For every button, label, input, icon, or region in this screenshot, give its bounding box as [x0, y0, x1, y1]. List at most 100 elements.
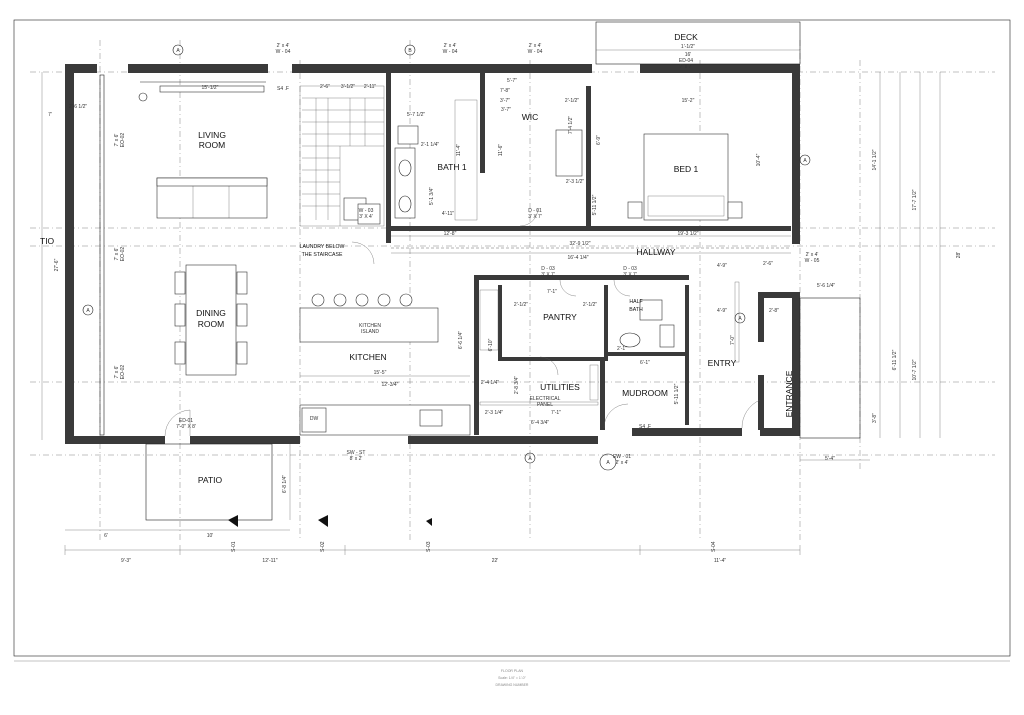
dim-text: 2'-4 1/4" — [481, 380, 500, 386]
window-tag-size: 7' x 6' — [114, 248, 120, 261]
window-tag-size: 2' x 4' — [529, 43, 542, 49]
dim-text: 3'-1/2" — [341, 84, 355, 90]
dim-text: 6'-8 1/4" — [282, 475, 288, 494]
door-swings — [164, 207, 761, 437]
bath-fixtures — [394, 99, 675, 348]
dim-text: S4 .F — [277, 86, 289, 92]
room-label-utilities: UTILITIES — [540, 382, 580, 392]
dim-text: 2'-8" — [769, 308, 779, 314]
door-tag: ED-04 — [679, 58, 693, 64]
deck-outline — [595, 21, 801, 65]
room-label-patio: PATIO — [198, 475, 223, 485]
dim-text: 3'-8" — [872, 413, 878, 423]
room-label-living: LIVING — [198, 130, 226, 140]
room-label-pantry: PANTRY — [543, 312, 577, 322]
room-label-entrance: ENTRANCE — [784, 370, 794, 417]
dim-text: 1'-1/2" — [681, 44, 695, 50]
room-label-kitchen: KITCHEN — [349, 352, 386, 362]
section-label: S-04 — [711, 541, 717, 552]
dim-text: 15'-1/2" — [202, 85, 219, 91]
dim-text: 5'-11 1/2" — [674, 383, 680, 404]
dim-text: 4'-9" — [717, 263, 727, 269]
dim-text: 2'-1/2" — [565, 98, 579, 104]
door-tag: ED-01 — [179, 418, 193, 424]
door-tag-size: 7' x 7' — [680, 64, 693, 70]
window-tag-size: 2' x 4' — [616, 460, 629, 466]
room-label-deck: DECK — [674, 32, 698, 42]
dim-text: 5'-1 3/4" — [429, 187, 435, 206]
dim-text: 6'-9" — [596, 135, 602, 145]
bedroom-furniture — [555, 129, 743, 221]
dim-text: S4 .F — [639, 424, 651, 430]
laundry-label-2: THE STAIRCASE — [302, 252, 343, 258]
section-label: S-02 — [320, 541, 326, 552]
living-furniture — [138, 81, 268, 219]
dim-text: 11'-6" — [498, 144, 504, 157]
pantry-shelves — [479, 289, 599, 401]
grid-bubbles: A B A A A A A — [82, 44, 811, 471]
section-arrow-icon — [426, 518, 432, 526]
window-tag: EO-02 — [120, 365, 126, 380]
dimension-lines — [41, 72, 941, 555]
window-tag-size: 8' x 2' — [350, 456, 363, 462]
dim-text: 11'-4" — [714, 558, 727, 564]
room-label-dining: DINING — [196, 308, 226, 318]
dim-text: 6'-10" — [488, 338, 494, 351]
title-block-line: FLOOR PLAN — [500, 669, 524, 673]
dim-text: 15'-2" — [682, 98, 695, 104]
dim-text: 5'-7" — [507, 78, 517, 84]
dim-text: 15'-5" — [374, 370, 387, 376]
dim-text: 7'-1" — [551, 410, 561, 416]
window-tag: W - 04 — [276, 49, 291, 55]
dim-text: 6'-6 1/4" — [458, 331, 464, 350]
dim-text: 2'-3 1/4" — [485, 410, 504, 416]
dim-text: 7'-8" — [500, 88, 510, 94]
title-block: FLOOR PLAN Scale: 1/4" = 1'-0" DRAWING N… — [0, 668, 1024, 689]
window-tag: EW - 01 — [613, 454, 631, 460]
dim-text: 2'-3 1/2" — [566, 179, 585, 185]
grid-bubble-label: A — [803, 158, 807, 164]
section-arrow-icon — [228, 515, 238, 527]
room-label-bed1: BED 1 — [674, 164, 699, 174]
dimension-texts: 2'-6" 3'-1/2" 2'-11" 3'-7" 2'-1/2" 7'-8"… — [48, 44, 962, 564]
dim-text: 6'-11 1/2" — [892, 349, 898, 370]
grid-bubble-label: A — [176, 48, 180, 54]
dim-text: 10'-4" — [756, 153, 762, 166]
laundry-label: LAUNDRY BELOW — [300, 244, 345, 250]
door-tag-size: 3' X 7' — [528, 214, 542, 220]
window-tag: W - 04 — [528, 49, 543, 55]
dim-text: 9'-3" — [121, 558, 131, 564]
dim-text: 27'-6" — [54, 258, 60, 271]
dim-text: 2'-8 3/4" — [514, 376, 520, 395]
dim-text: 2'-6" — [320, 84, 330, 90]
door-tag: D - 01 — [528, 208, 542, 214]
dim-text: 5'-4" — [825, 456, 835, 462]
dim-text: 2'-6 1/2" — [69, 104, 88, 110]
window-tag-size: 2' x 4' — [444, 43, 457, 49]
dim-text: 2'-1" — [617, 346, 627, 352]
dim-text: 5'-11 1/2" — [592, 194, 598, 215]
window-tag-size: 7' x 6' — [114, 366, 120, 379]
dishwasher-tag: DW — [310, 416, 319, 422]
kitchen-fixtures — [299, 293, 471, 436]
door-tag-size: 7'-0" X 8' — [176, 424, 196, 430]
dim-text: 7'-1" — [547, 289, 557, 295]
dim-text: 2'-1 1/4" — [421, 142, 440, 148]
dim-text: 17'-7 1/2" — [912, 189, 918, 210]
window-tag: W - 05 — [805, 258, 820, 264]
dim-text: 2'-1/2" — [514, 302, 528, 308]
room-label-patio-left: TIO — [40, 236, 55, 246]
sheet-border — [13, 19, 1011, 657]
title-block-line: DRAWING NUMBER — [495, 683, 529, 687]
dim-text: 6'-1" — [640, 360, 650, 366]
window-tag: W - 04 — [443, 49, 458, 55]
room-label-dining-2: ROOM — [198, 319, 224, 329]
electrical-panel-label-2: PANEL — [537, 402, 553, 408]
section-markers: S-01 S-02 S-03 S-04 — [228, 515, 717, 552]
dim-text: 12'-3/4" — [382, 382, 399, 388]
kitchen-island-label: KITCHEN — [359, 323, 381, 329]
window-tag: W - 03 — [359, 208, 374, 214]
window-tag: SW - ST — [347, 450, 366, 456]
